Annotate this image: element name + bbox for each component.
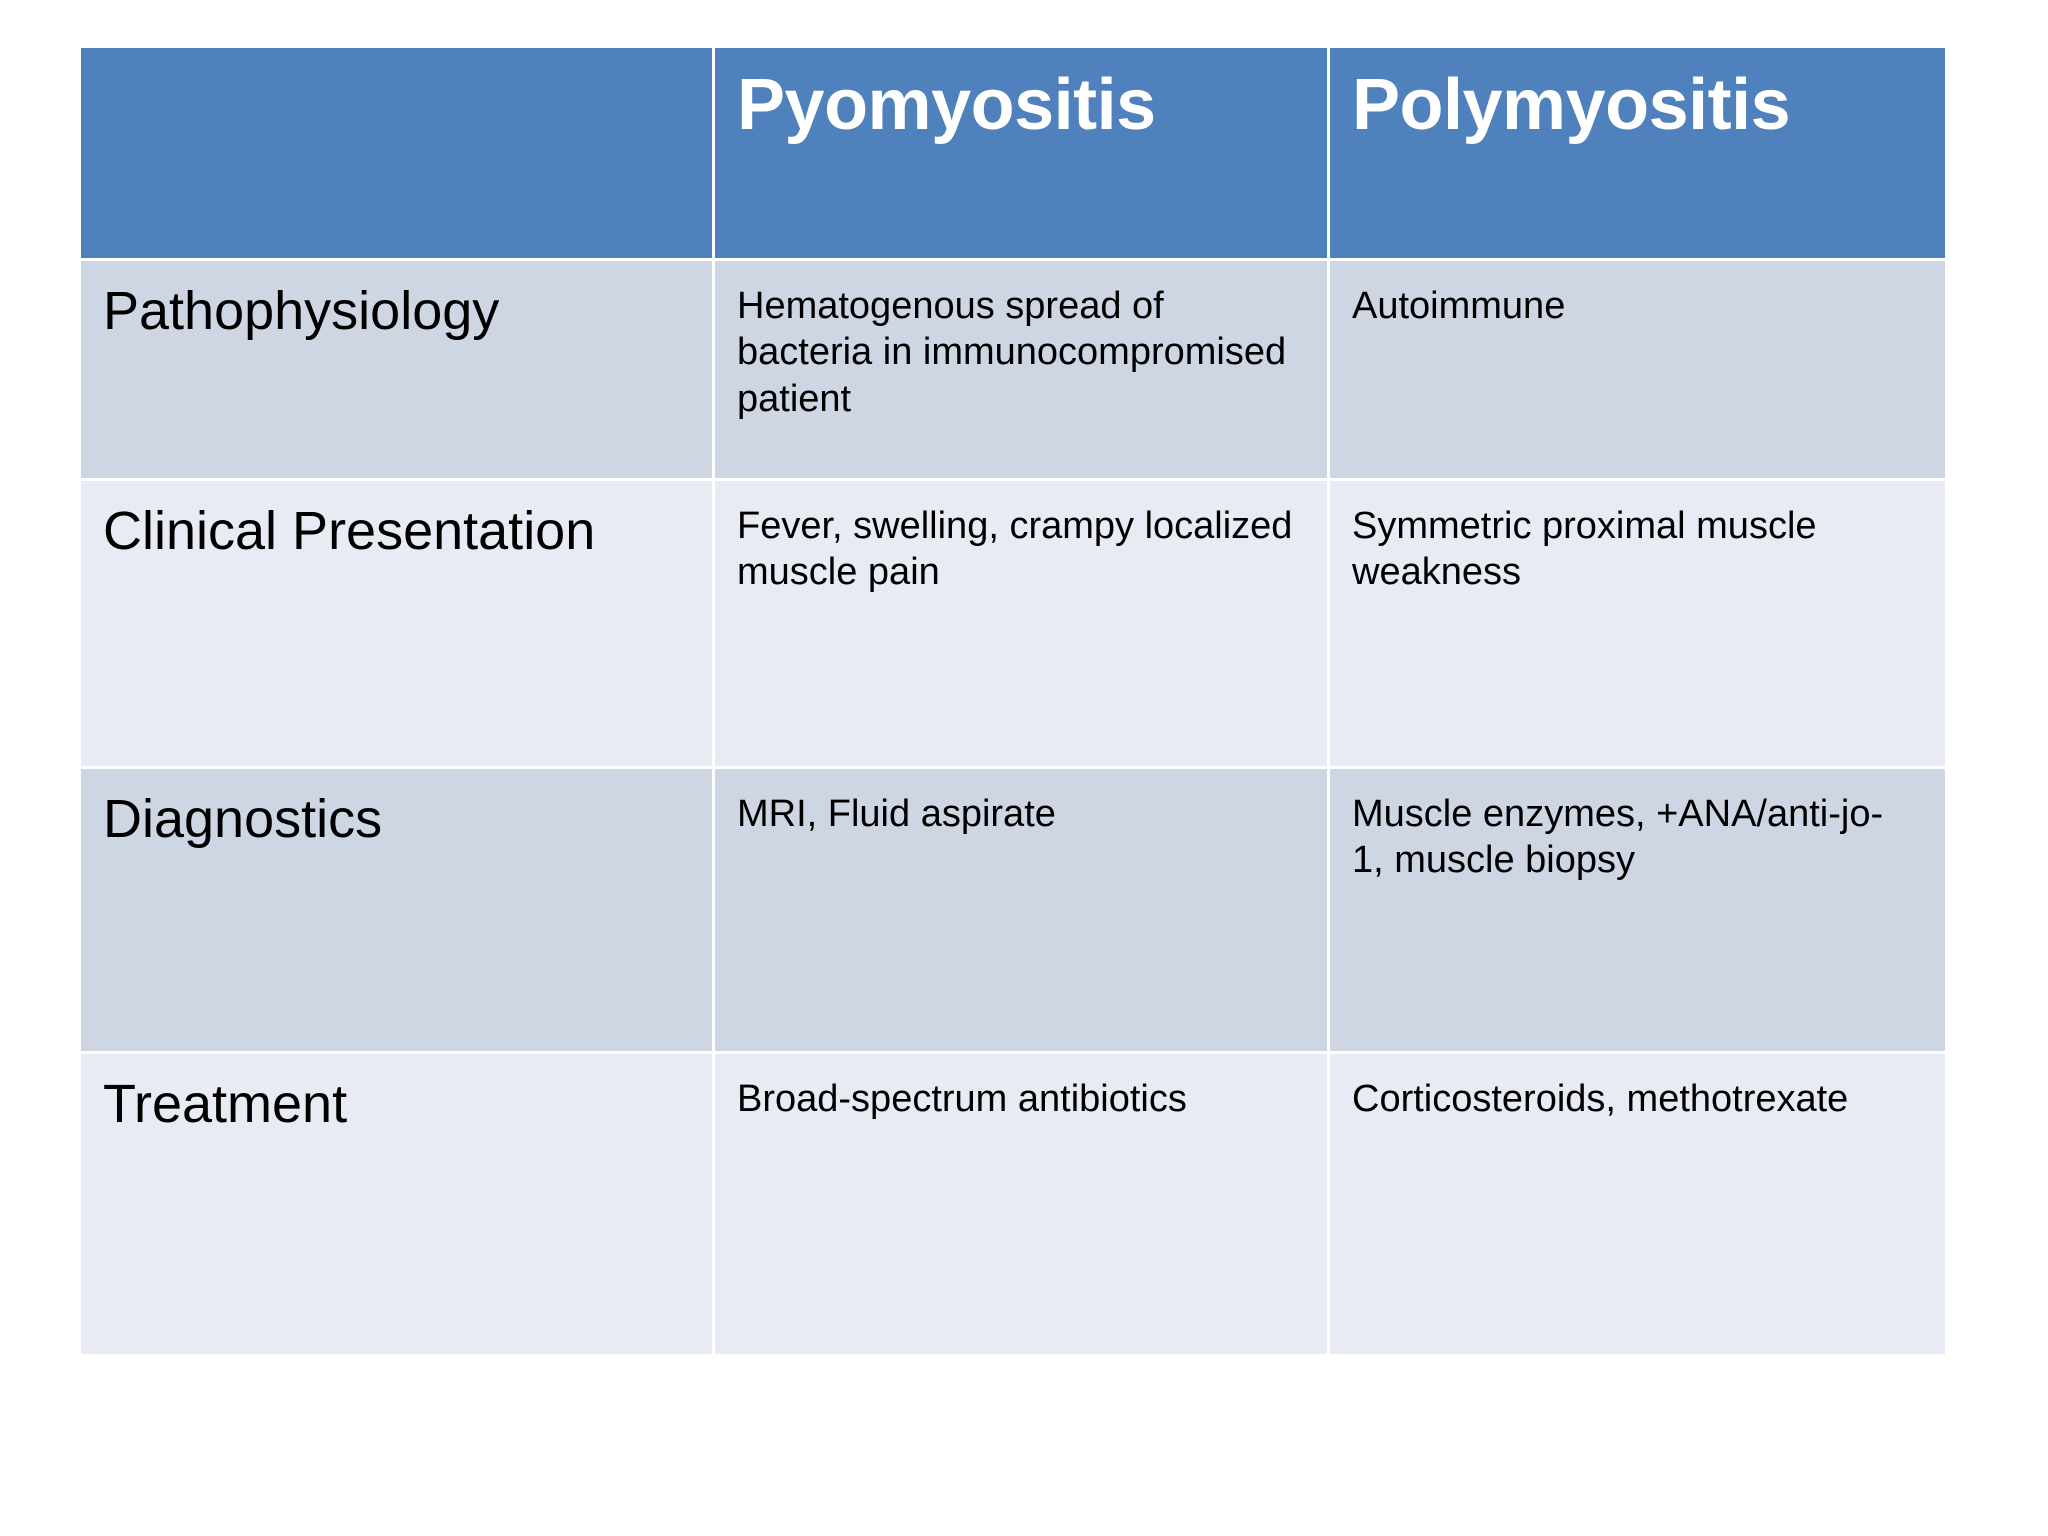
row-label-pathophysiology: Pathophysiology	[103, 281, 500, 341]
row-label-cell-clinical-presentation: Clinical Presentation	[81, 481, 715, 769]
row-label-cell-treatment: Treatment	[81, 1054, 715, 1354]
table-row-diagnostics: Diagnostics MRI, Fluid aspirate Muscle e…	[81, 769, 1945, 1054]
row-label-treatment: Treatment	[103, 1074, 348, 1134]
row-label-clinical-presentation: Clinical Presentation	[103, 501, 596, 561]
table-header-row: Pyomyositis Polymyositis	[81, 48, 1945, 261]
cell-text-clinical-presentation-polymyositis: Symmetric proximal muscle weakness	[1352, 505, 1817, 594]
cell-pathophysiology-pyomyositis: Hematogenous spread of bacteria in immun…	[715, 261, 1330, 481]
cell-treatment-polymyositis: Corticosteroids, methotrexate	[1330, 1054, 1945, 1354]
row-label-cell-pathophysiology: Pathophysiology	[81, 261, 715, 481]
cell-text-pathophysiology-pyomyositis: Hematogenous spread of bacteria in immun…	[737, 285, 1287, 420]
table-row-treatment: Treatment Broad-spectrum antibiotics Cor…	[81, 1054, 1945, 1354]
cell-clinical-presentation-polymyositis: Symmetric proximal muscle weakness	[1330, 481, 1945, 769]
cell-pathophysiology-polymyositis: Autoimmune	[1330, 261, 1945, 481]
cell-treatment-pyomyositis: Broad-spectrum antibiotics	[715, 1054, 1330, 1354]
cell-text-treatment-polymyositis: Corticosteroids, methotrexate	[1352, 1078, 1849, 1120]
cell-text-pathophysiology-polymyositis: Autoimmune	[1352, 285, 1566, 327]
comparison-table: Pyomyositis Polymyositis Pathophysiology…	[81, 48, 1945, 1354]
cell-text-treatment-pyomyositis: Broad-spectrum antibiotics	[737, 1078, 1187, 1120]
header-cell-pyomyositis: Pyomyositis	[715, 48, 1330, 261]
cell-diagnostics-pyomyositis: MRI, Fluid aspirate	[715, 769, 1330, 1054]
row-label-cell-diagnostics: Diagnostics	[81, 769, 715, 1054]
header-cell-polymyositis: Polymyositis	[1330, 48, 1945, 261]
cell-text-diagnostics-polymyositis: Muscle enzymes, +ANA/anti-jo-1, muscle b…	[1352, 793, 1884, 882]
header-label-pyomyositis: Pyomyositis	[737, 65, 1156, 145]
header-cell-blank	[81, 48, 715, 261]
header-label-polymyositis: Polymyositis	[1352, 65, 1791, 145]
cell-text-diagnostics-pyomyositis: MRI, Fluid aspirate	[737, 793, 1056, 835]
row-label-diagnostics: Diagnostics	[103, 789, 383, 849]
cell-diagnostics-polymyositis: Muscle enzymes, +ANA/anti-jo-1, muscle b…	[1330, 769, 1945, 1054]
cell-text-clinical-presentation-pyomyositis: Fever, swelling, crampy localized muscle…	[737, 505, 1293, 594]
table-row-clinical-presentation: Clinical Presentation Fever, swelling, c…	[81, 481, 1945, 769]
cell-clinical-presentation-pyomyositis: Fever, swelling, crampy localized muscle…	[715, 481, 1330, 769]
table-row-pathophysiology: Pathophysiology Hematogenous spread of b…	[81, 261, 1945, 481]
